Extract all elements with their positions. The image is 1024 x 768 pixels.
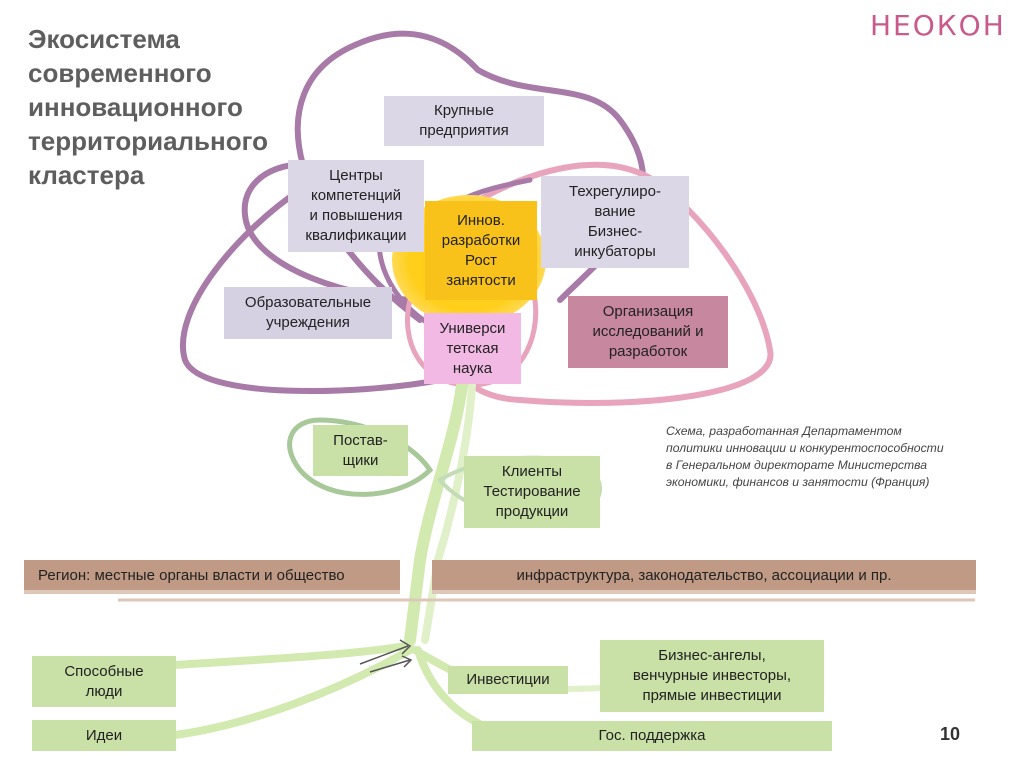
region-label: Регион: местные органы власти и общество [38, 566, 345, 584]
box-suppliers: Постав- щики [313, 425, 408, 476]
infrastructure-label: инфраструктура, законодательство, ассоци… [516, 566, 892, 584]
stem-secondary [421, 381, 476, 644]
petal-outline-right [452, 161, 774, 406]
page-number: 10 [940, 724, 961, 744]
box-gov-support: Гос. поддержка [472, 721, 832, 751]
arrow-icon [359, 639, 412, 665]
infrastructure-bar: инфраструктура, законодательство, ассоци… [432, 560, 976, 590]
arrow-icon [369, 655, 413, 673]
box-large-enterprises: Крупные предприятия [384, 96, 544, 146]
root-left-lower [171, 646, 414, 739]
box-educational: Образовательные учреждения [224, 287, 392, 339]
box-ideas: Идеи [32, 720, 176, 751]
brand-logo: НЕОКОН [870, 9, 1006, 42]
source-note: Схема, разработанная Департаментом полит… [666, 424, 944, 489]
box-business-angels: Бизнес-ангелы, венчурные инвесторы, прям… [600, 640, 824, 712]
region-bar: Регион: местные органы власти и общество [24, 560, 400, 590]
box-research-org: Организация исследований и разработок [568, 296, 728, 368]
box-innovation-core: Иннов. разработки Рост занятости [425, 201, 537, 300]
root-left-upper [171, 641, 414, 669]
box-investments: Инвестиции [448, 666, 568, 694]
page-title: Экосистема современного инновационного т… [28, 24, 268, 190]
box-capable-people: Способные люди [32, 656, 176, 707]
box-competence-centers: Центры компетенций и повышения квалифика… [288, 160, 424, 252]
box-university-science: Универси тетская наука [424, 313, 521, 384]
stem [404, 379, 468, 646]
box-tech-regulation: Техрегулиро- вание Бизнес- инкубаторы [541, 176, 689, 268]
box-clients: Клиенты Тестирование продукции [464, 456, 600, 528]
